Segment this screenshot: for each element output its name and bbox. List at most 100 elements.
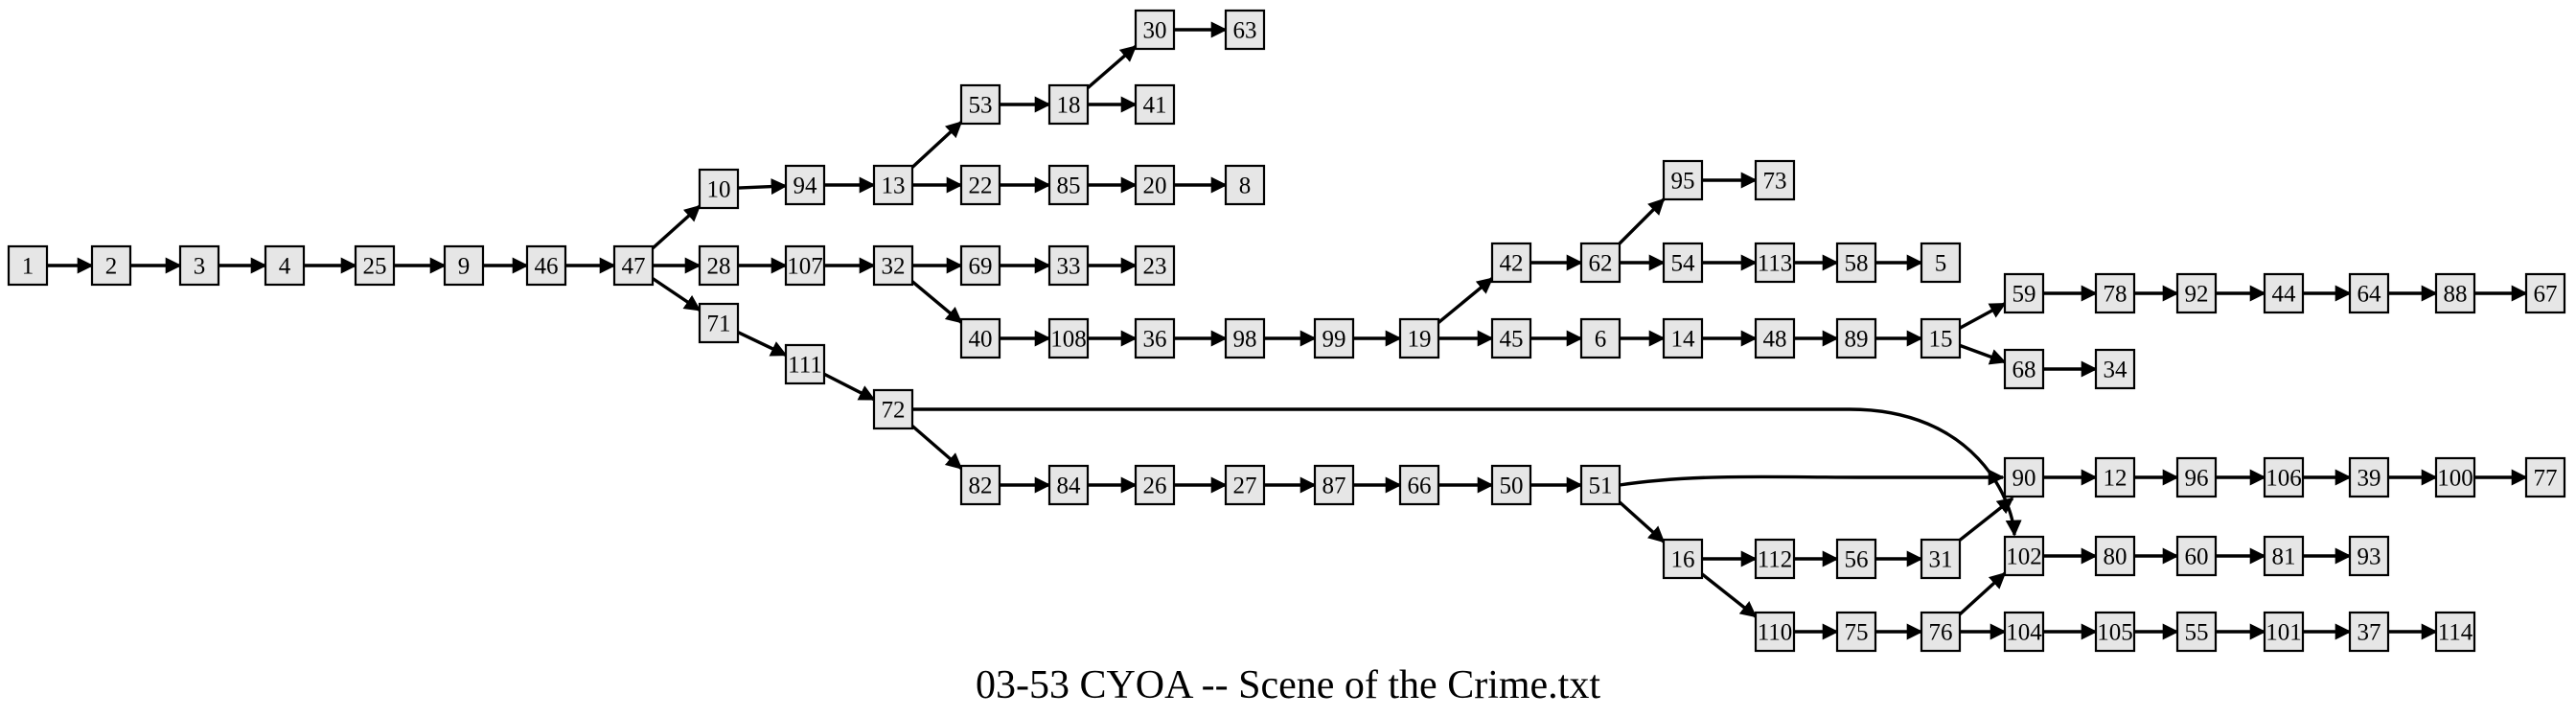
node-box-99 [1313,317,1355,359]
edge-76-102 [1958,571,2007,616]
node-114: 114 [2434,611,2476,653]
node-14: 14 [1662,317,1704,359]
node-box-26 [1134,464,1176,506]
node-box-27 [1224,464,1266,506]
node-box-8 [1224,164,1266,206]
node-92: 92 [2175,272,2218,314]
edge-111-72 [823,372,876,402]
node-box-95 [1662,159,1704,201]
node-box-113 [1754,242,1796,284]
node-63: 63 [1224,9,1266,51]
node-label-4: 4 [279,254,291,280]
node-10: 10 [698,168,740,210]
node-label-66: 66 [1408,474,1432,499]
node-label-5: 5 [1935,251,1947,277]
node-box-64 [2348,272,2390,314]
node-box-46 [525,244,567,287]
node-80: 80 [2094,535,2136,577]
node-label-94: 94 [794,173,818,199]
node-box-23 [1134,244,1176,287]
node-59: 59 [2003,272,2045,314]
node-box-85 [1047,164,1090,206]
node-67: 67 [2524,272,2566,314]
node-label-55: 55 [2185,620,2209,646]
node-66: 66 [1398,464,1440,506]
node-label-75: 75 [1845,620,1869,646]
node-box-53 [959,83,1001,126]
node-box-16 [1662,538,1704,580]
node-box-18 [1047,83,1090,126]
node-box-58 [1835,242,1877,284]
node-label-26: 26 [1143,474,1167,499]
node-18: 18 [1047,83,1090,126]
node-box-105 [2094,611,2136,653]
node-label-69: 69 [969,254,993,280]
node-9: 9 [443,244,485,287]
node-label-23: 23 [1143,254,1167,280]
node-label-93: 93 [2358,544,2381,570]
node-6: 6 [1579,317,1622,359]
node-label-39: 39 [2358,466,2381,492]
node-box-87 [1313,464,1355,506]
node-96: 96 [2175,456,2218,498]
node-77: 77 [2524,456,2566,498]
node-label-32: 32 [882,254,906,280]
node-box-82 [959,464,1001,506]
node-label-62: 62 [1589,251,1613,277]
node-label-22: 22 [969,173,993,199]
node-60: 60 [2175,535,2218,577]
node-label-113: 113 [1758,251,1793,277]
node-label-78: 78 [2104,282,2128,308]
node-label-56: 56 [1845,547,1869,573]
node-37: 37 [2348,611,2390,653]
node-64: 64 [2348,272,2390,314]
node-label-3: 3 [194,254,206,280]
node-box-39 [2348,456,2390,498]
node-36: 36 [1134,317,1176,359]
node-label-54: 54 [1671,251,1696,277]
node-label-58: 58 [1845,251,1869,277]
node-75: 75 [1835,611,1877,653]
node-box-96 [2175,456,2218,498]
node-box-31 [1920,538,1962,580]
node-box-66 [1398,464,1440,506]
node-box-100 [2434,456,2476,498]
node-box-114 [2434,611,2476,653]
node-label-44: 44 [2272,282,2297,308]
node-label-63: 63 [1233,18,1257,44]
node-box-50 [1490,464,1532,506]
node-box-92 [2175,272,2218,314]
node-box-80 [2094,535,2136,577]
node-box-2 [90,244,132,287]
node-box-1 [7,244,49,287]
node-label-15: 15 [1929,327,1953,353]
node-label-107: 107 [787,254,823,280]
node-16: 16 [1662,538,1704,580]
node-box-30 [1134,9,1176,51]
node-box-107 [784,244,826,287]
node-box-14 [1662,317,1704,359]
node-box-36 [1134,317,1176,359]
node-box-37 [2348,611,2390,653]
node-62: 62 [1579,242,1622,284]
node-25: 25 [354,244,396,287]
node-34: 34 [2094,348,2136,390]
node-27: 27 [1224,464,1266,506]
node-44: 44 [2263,272,2305,314]
node-111: 111 [784,343,826,385]
node-box-98 [1224,317,1266,359]
node-box-40 [959,317,1001,359]
node-1: 1 [7,244,49,287]
node-label-104: 104 [2006,620,2042,646]
node-label-45: 45 [1500,327,1524,353]
node-box-108 [1047,317,1090,359]
node-label-20: 20 [1143,173,1167,199]
node-3: 3 [178,244,220,287]
node-12: 12 [2094,456,2136,498]
edge-15-68 [1959,343,2007,365]
node-22: 22 [959,164,1001,206]
node-box-68 [2003,348,2045,390]
node-label-88: 88 [2444,282,2468,308]
node-39: 39 [2348,456,2390,498]
